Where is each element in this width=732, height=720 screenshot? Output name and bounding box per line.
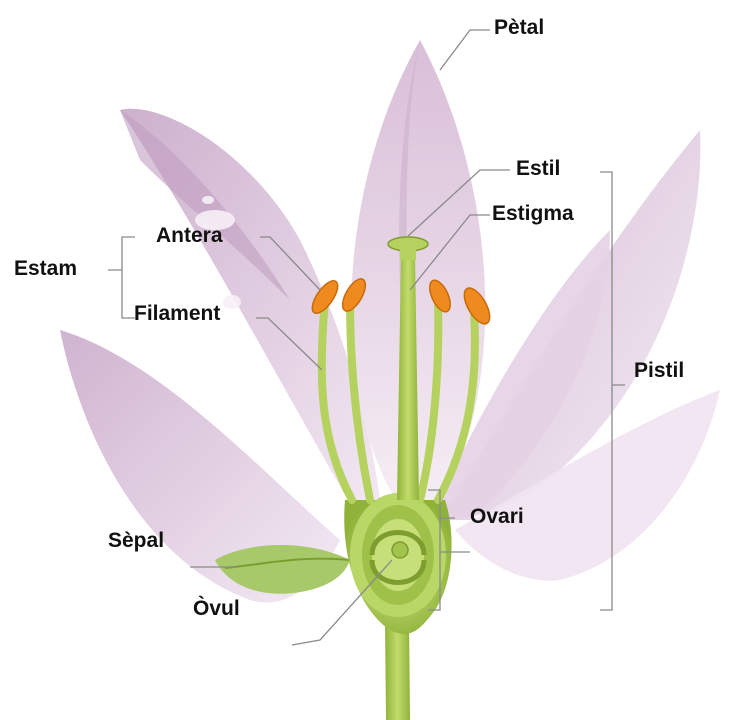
label-filament: Filament xyxy=(134,303,220,324)
ovule-dot xyxy=(392,542,408,558)
label-pistil: Pistil xyxy=(634,360,684,381)
label-sepal: Sèpal xyxy=(108,530,164,551)
leader-petal xyxy=(440,30,490,70)
stem xyxy=(385,620,410,720)
label-estigma: Estigma xyxy=(492,203,574,224)
label-ovul: Òvul xyxy=(193,598,240,619)
ovary-shape xyxy=(344,493,451,634)
bracket-estam xyxy=(108,237,135,318)
label-estam: Estam xyxy=(14,258,77,279)
label-estil: Estil xyxy=(516,158,560,179)
label-petal: Pètal xyxy=(494,17,544,38)
label-ovari: Ovari xyxy=(470,506,524,527)
label-antera: Antera xyxy=(156,225,223,246)
